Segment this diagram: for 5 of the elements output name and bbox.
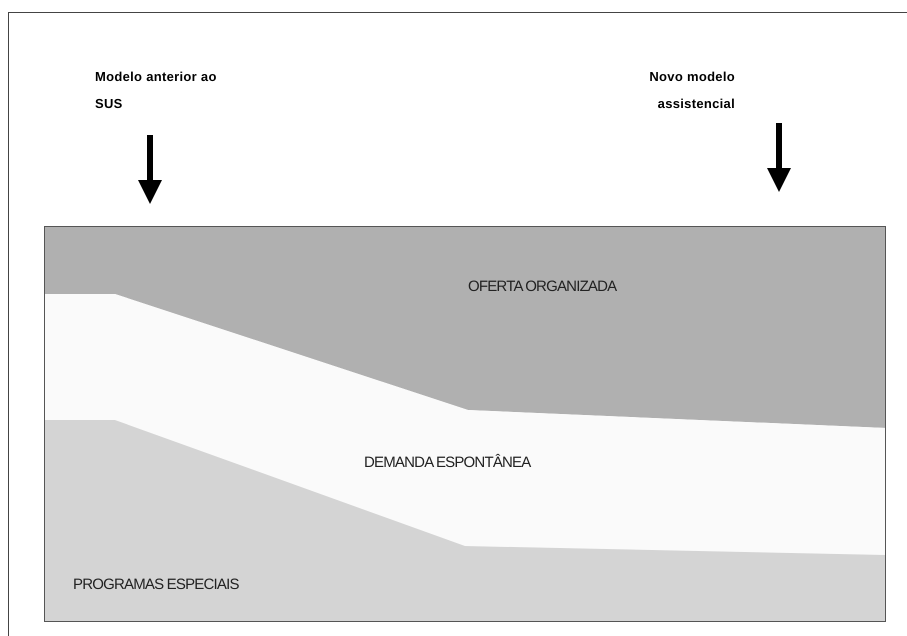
heading-text: Modelo anterior ao SUS — [95, 63, 245, 117]
band-label: OFERTA ORGANIZADA — [468, 277, 616, 297]
heading-text: Novo modelo assistencial — [583, 63, 735, 117]
band-label: DEMANDA ESPONTÂNEA — [364, 452, 530, 473]
band-label: PROGRAMAS ESPECIAIS — [73, 575, 239, 595]
